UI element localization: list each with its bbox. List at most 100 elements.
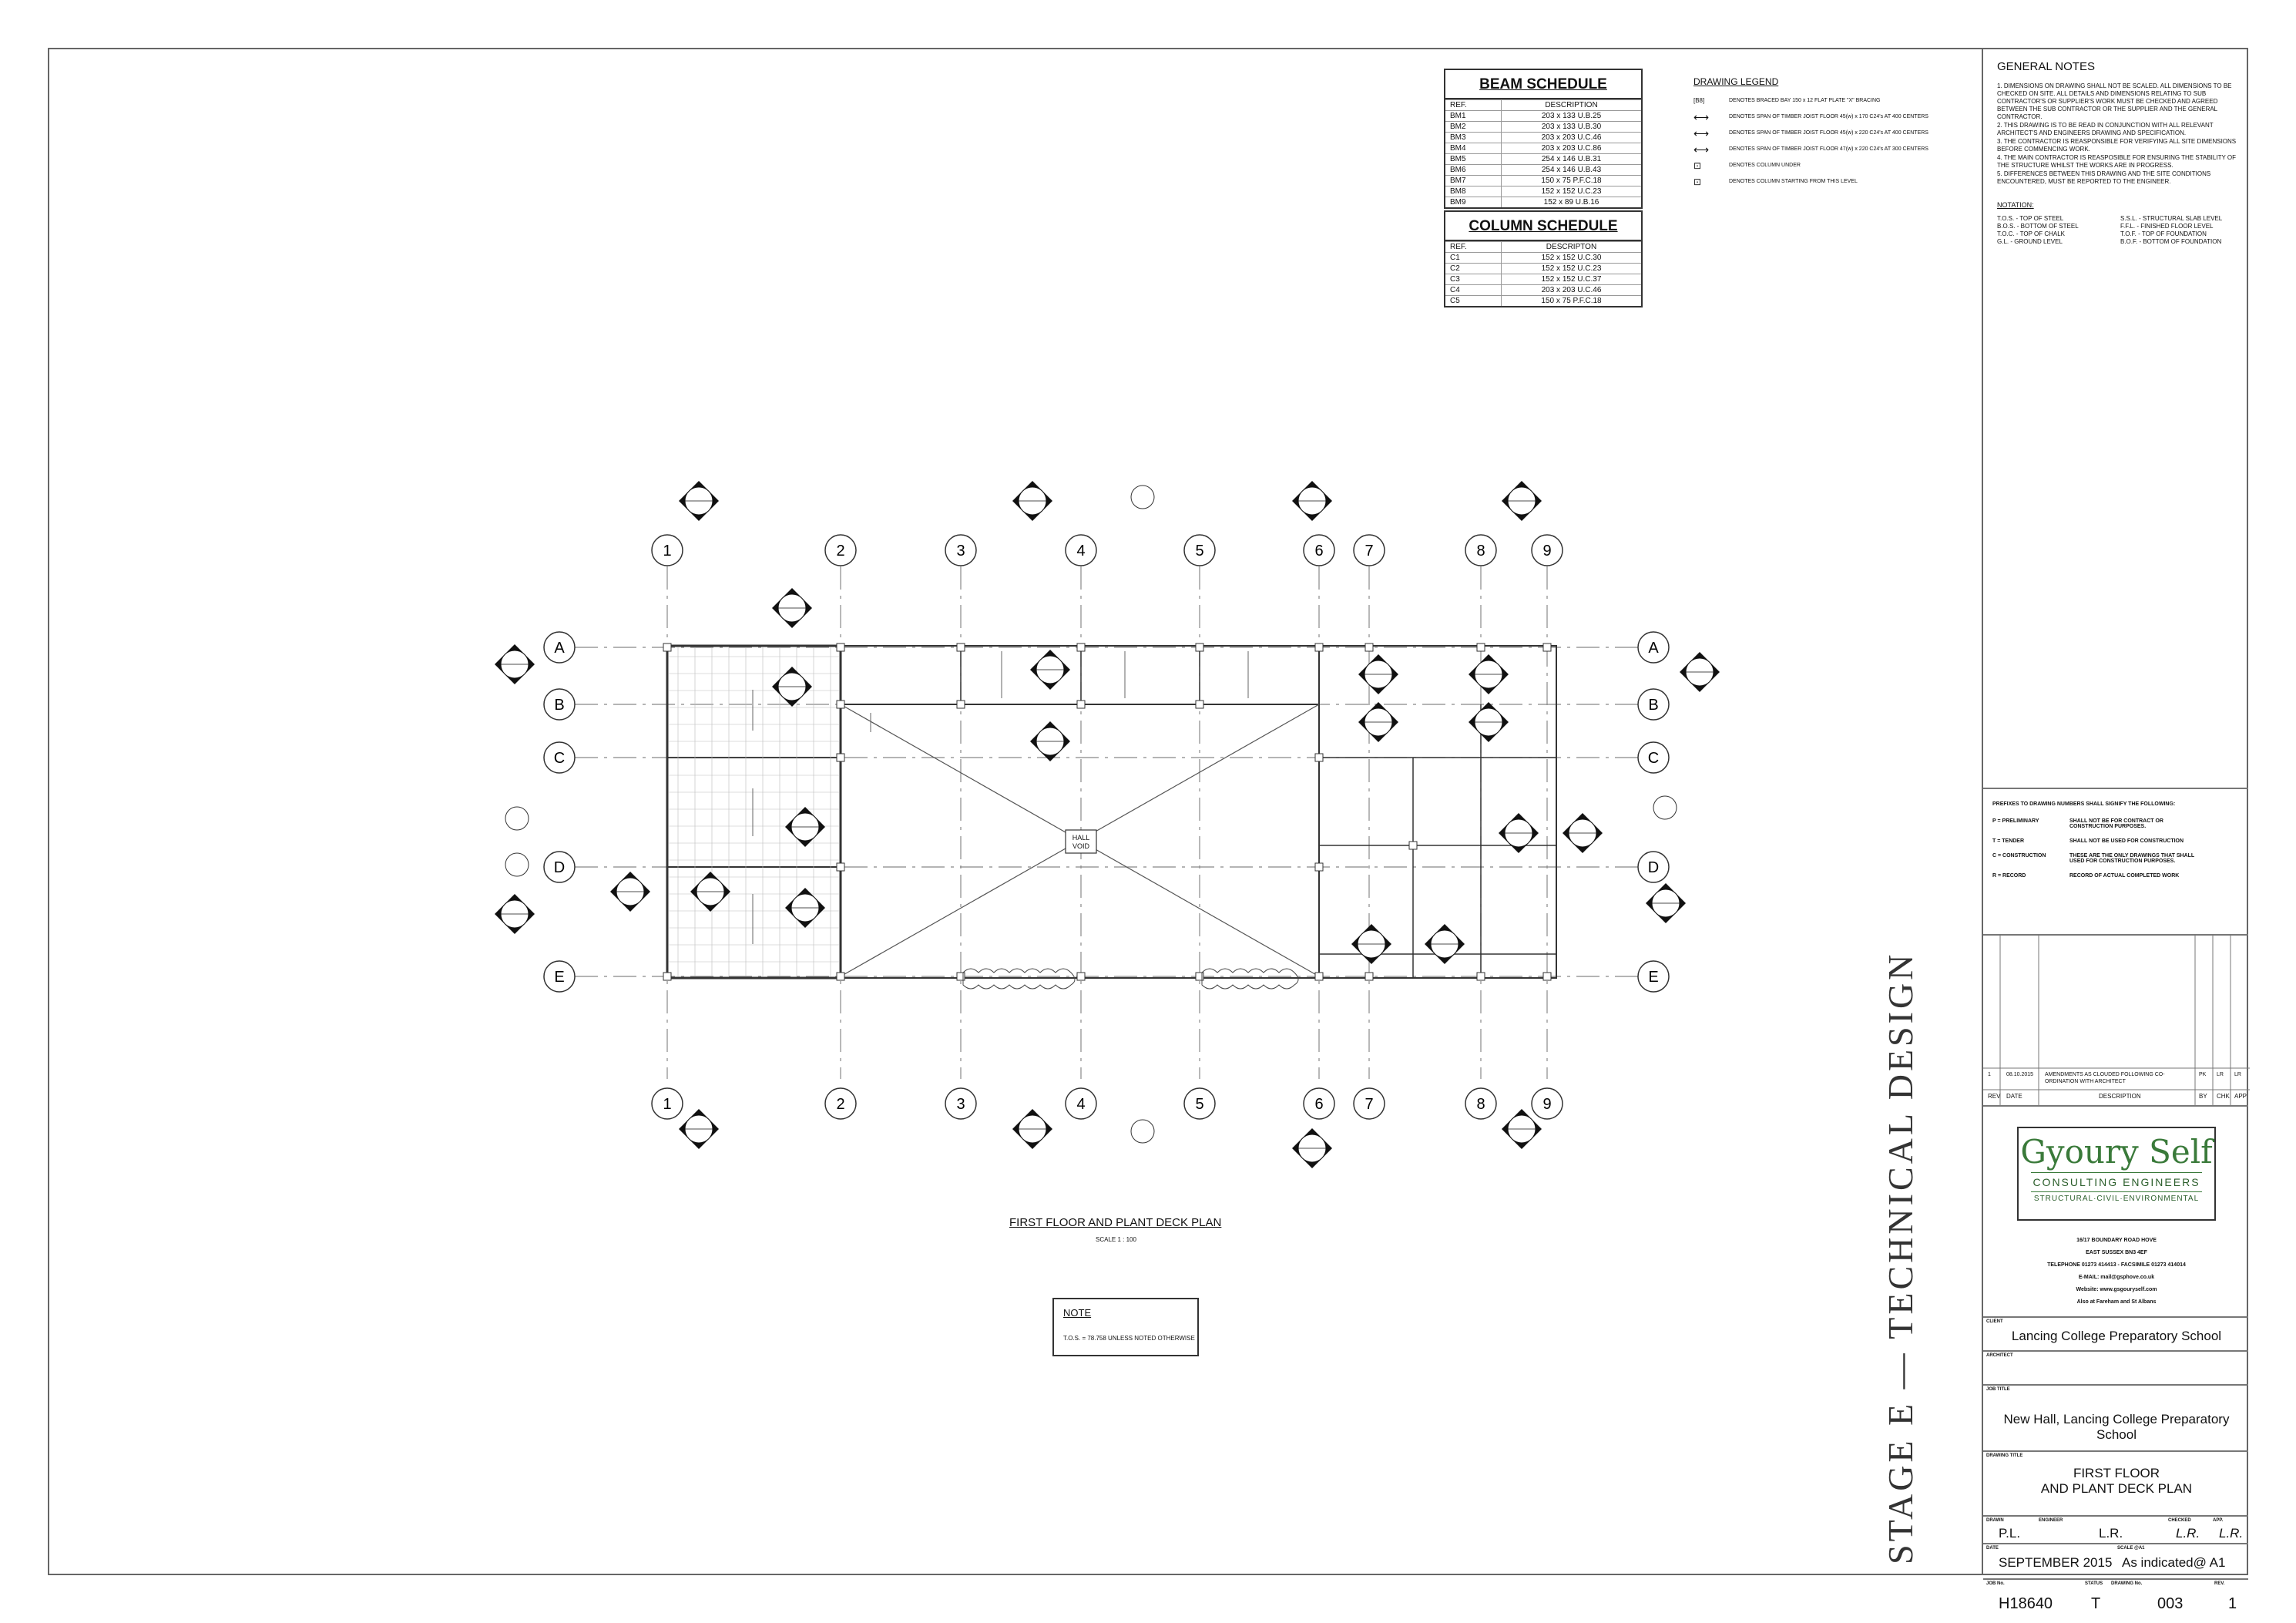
columns: [663, 643, 1552, 981]
section-marker: [1358, 702, 1398, 742]
revision-cloud: [962, 968, 1076, 990]
grid-label: 8: [1476, 543, 1485, 559]
grid-bubble: [543, 631, 576, 664]
grid-bubble-right: A: [1637, 631, 1670, 664]
section-marker: [495, 894, 535, 934]
grid-label: E: [554, 969, 564, 986]
legend-item: ⊡DENOTES COLUMN UNDER: [1693, 157, 1955, 173]
drawing-title-line1: FIRST FLOOR: [2073, 1466, 2160, 1480]
column-ref: C3: [1445, 274, 1502, 285]
rev-value: 1: [2228, 1595, 2237, 1612]
section-marker: [1030, 650, 1070, 690]
grid-bubble-right: B: [1637, 688, 1670, 721]
company-address-line: EAST SUSSEX BN3 4EF: [2086, 1250, 2147, 1255]
column-ref: C4: [1445, 284, 1502, 296]
column-marker: [1195, 643, 1204, 652]
column-marker: [956, 972, 965, 981]
grid-bubble: [1637, 631, 1670, 664]
section-marker: [1469, 654, 1509, 694]
section-marker: [1012, 1109, 1052, 1149]
legend-symbol: ⟷: [1693, 110, 1710, 123]
grid-bubble: [1531, 1087, 1563, 1120]
logo-name: Gyoury Self: [2020, 1133, 2213, 1171]
prefix-code: T = TENDER: [1992, 838, 2025, 844]
section-marker: [772, 588, 812, 628]
grid-bubble: [1637, 741, 1670, 774]
status-label: STATUS: [2085, 1581, 2103, 1586]
grid-label: A: [554, 640, 565, 657]
grid-bubble: [1183, 534, 1216, 566]
grid-label: 4: [1076, 543, 1085, 559]
elevation-marker: [505, 806, 529, 831]
column-marker: [1195, 972, 1204, 981]
grid-bubble-top: 8: [1465, 534, 1497, 566]
beam-col-ref: REF.: [1445, 99, 1502, 111]
joist-hatch: [669, 647, 839, 976]
note-title: NOTE: [1063, 1307, 1092, 1319]
grid-bubble-top: 1: [651, 534, 683, 566]
drawing-no-value: 003: [2157, 1595, 2184, 1612]
grid-bubble: [1637, 851, 1670, 883]
job-no-value: H18640: [1999, 1595, 2053, 1612]
drawn-label: DRAWN: [1986, 1518, 2004, 1523]
legend-title: DRAWING LEGEND: [1693, 76, 1779, 87]
grid-label: B: [1648, 697, 1658, 714]
plan-scale: SCALE 1 : 100: [1096, 1236, 1136, 1243]
section-marker: [679, 481, 719, 521]
beam-schedule-title: BEAM SCHEDULE: [1445, 70, 1641, 99]
general-note: 4. THE MAIN CONTRACTOR IS REASPOSIBLE FO…: [1997, 154, 2236, 169]
notation-item: T.O.S. - TOP OF STEEL: [1997, 215, 2064, 222]
notation-item: F.F.L. - FINISHED FLOOR LEVEL: [2120, 223, 2214, 230]
prefix-meaning: THESE ARE THE ONLY DRAWINGS THAT SHALL U…: [2069, 853, 2195, 864]
column-marker: [1314, 753, 1324, 762]
column-marker: [956, 700, 965, 709]
revision-cell: 1: [1988, 1072, 1991, 1077]
beam-description: 203 x 203 U.C.46: [1501, 132, 1641, 143]
grid-label: 6: [1314, 1096, 1323, 1113]
grid-bubble: [543, 741, 576, 774]
prefix-row: T = TENDER SHALL NOT BE USED FOR CONSTRUC…: [1992, 838, 2239, 844]
column-marker: [1365, 643, 1374, 652]
revision-header: REV: [1988, 1093, 2001, 1100]
job-title-label: JOB TITLE: [1986, 1387, 2010, 1392]
column-marker: [836, 643, 845, 652]
grid-bubble-top: 7: [1353, 534, 1385, 566]
prefix-meaning: SHALL NOT BE USED FOR CONSTRUCTION: [2069, 838, 2184, 844]
grid-bubble-bottom: 4: [1065, 1087, 1097, 1120]
grid-label: 8: [1476, 1096, 1485, 1113]
column-col-ref: REF.: [1445, 241, 1502, 253]
column-marker: [1076, 643, 1086, 652]
beam-ref: BM5: [1445, 153, 1502, 165]
revision-cloud: [1201, 968, 1299, 990]
grid-label: E: [1648, 969, 1658, 986]
beam-description: 152 x 152 U.C.23: [1501, 186, 1641, 197]
section-marker: [1030, 721, 1070, 761]
grid-label: 6: [1314, 543, 1323, 559]
grid-bubble-left: C: [543, 741, 576, 774]
drawing-legend: DRAWING LEGEND [B8]DENOTES BRACED BAY 15…: [1693, 77, 1955, 190]
beam-ref: BM6: [1445, 164, 1502, 176]
section-marker: [772, 667, 812, 707]
grid-label: D: [1648, 859, 1659, 876]
column-marker: [1476, 972, 1485, 981]
section-marker: [1292, 1128, 1332, 1168]
grid-bubble: [824, 534, 857, 566]
general-notes: GENERAL NOTES 1. DIMENSIONS ON DRAWING S…: [1997, 60, 2241, 246]
grid-bubble: [543, 851, 576, 883]
general-notes-title: GENERAL NOTES: [1997, 60, 2095, 73]
grid-bubble-top: 4: [1065, 534, 1097, 566]
logo-subtitle: CONSULTING ENGINEERS: [2031, 1172, 2202, 1188]
legend-text: DENOTES SPAN OF TIMBER JOIST FLOOR 45(w)…: [1729, 113, 1928, 119]
revision-cell: AMENDMENTS AS CLOUDED FOLLOWING CO-ORDIN…: [2045, 1072, 2165, 1084]
column-schedule-title: COLUMN SCHEDULE: [1445, 212, 1641, 241]
column-marker: [1195, 700, 1204, 709]
